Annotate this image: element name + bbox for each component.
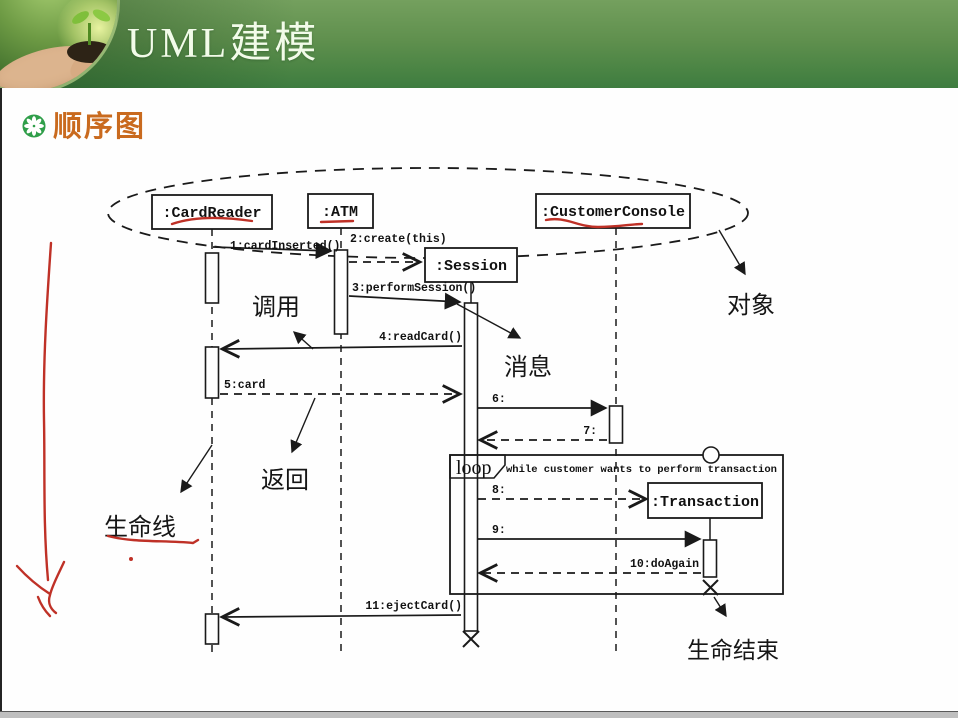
annotation-life-end-label: 生命结束 (687, 638, 779, 663)
red-arrow-down-tail (36, 595, 52, 618)
section-heading: 顺序图 (53, 111, 147, 143)
loop-fragment: loop while customer wants to perform tra… (449, 446, 784, 595)
message-2-label: 2:create(this) (350, 233, 447, 246)
annotation-lifeline-arrow (180, 444, 213, 494)
loop-operator-label: loop (456, 457, 492, 479)
annotation-return-arrow (290, 397, 316, 454)
annotation-object-arrow (718, 229, 746, 276)
annotation-call-arrow (292, 331, 314, 350)
message-2: 2:create(this) (349, 233, 447, 272)
annotation-lifeline: 生命线 (104, 444, 213, 541)
message-11-label: 11:ejectCard() (365, 600, 462, 613)
red-underline-atm (319, 219, 355, 224)
destroy-x-transaction (702, 579, 719, 596)
message-8-label: 8: (492, 484, 506, 497)
activation-cardreader-2 (204, 346, 220, 399)
message-7: 7: (477, 425, 607, 450)
footer-bar (0, 711, 958, 718)
object-box-session: :Session (424, 247, 518, 283)
logo-image (0, 0, 120, 88)
message-3-label: 3:performSession() (352, 282, 476, 295)
red-dot (129, 557, 133, 561)
annotation-return: 返回 (261, 397, 316, 494)
message-9: 9: (478, 524, 702, 548)
object-box-cardreader: :CardReader (151, 194, 273, 230)
red-underline-cardreader (170, 216, 254, 226)
object-box-transaction: :Transaction (647, 482, 763, 519)
loop-guard: while customer wants to perform transact… (506, 464, 777, 476)
annotation-life-end-arrow (713, 596, 727, 618)
annotation-return-label: 返回 (261, 467, 309, 494)
red-underline-lifeline-label (106, 534, 200, 545)
message-10-label: 10:doAgain (630, 558, 699, 571)
slide-header: UML建模 (0, 0, 958, 88)
message-5-label: 5:card (224, 379, 266, 392)
annotation-call: 调用 (252, 294, 314, 350)
message-11: 11:ejectCard() (219, 600, 462, 627)
red-arrow-down-flank-left (15, 564, 52, 596)
annotation-message-arrow (456, 303, 522, 339)
annotation-object: 对象 (718, 229, 775, 319)
annotation-life-end: 生命结束 (687, 596, 779, 663)
red-ink-marks (15, 216, 644, 618)
annotation-message-label: 消息 (504, 354, 552, 381)
page-title: UML建模 (127, 21, 320, 67)
soil-shape (67, 41, 113, 63)
red-arrow-down-shaft (42, 241, 53, 582)
activation-session (463, 302, 479, 632)
annotation-message: 消息 (456, 303, 552, 381)
object-label-session: :Session (435, 258, 507, 275)
message-6-label: 6: (492, 393, 506, 406)
flower-icon (22, 114, 46, 138)
message-6: 6: (478, 393, 608, 417)
activation-atm (333, 249, 349, 335)
annotation-lifeline-label: 生命线 (104, 514, 176, 541)
object-box-customerconsole: :CustomerConsole (535, 193, 691, 229)
message-4: 4:readCard() (219, 331, 463, 359)
object-label-customerconsole: :CustomerConsole (541, 204, 685, 221)
activation-transaction (702, 539, 718, 578)
red-arrow-down-flank-right (47, 560, 66, 615)
destroy-x-session (462, 630, 480, 648)
loop-frame (449, 454, 784, 595)
object-label-transaction: :Transaction (651, 494, 759, 511)
message-1-label: 1:cardInserted() (230, 240, 340, 253)
message-4-label: 4:readCard() (379, 331, 462, 344)
red-underline-customerconsole (544, 217, 644, 229)
activation-customerconsole (608, 405, 624, 444)
message-5: 5:card (220, 379, 463, 404)
object-label-cardreader: :CardReader (162, 205, 261, 222)
message-9-label: 9: (492, 524, 506, 537)
loop-marker-circle (702, 446, 720, 464)
message-8: 8: (478, 484, 649, 509)
activation-cardreader-1 (204, 252, 220, 304)
loop-operator-pentagon (449, 454, 506, 479)
message-7-label: 7: (583, 425, 597, 438)
object-label-atm: :ATM (322, 204, 358, 221)
message-3: 3:performSession() (348, 282, 476, 310)
annotation-object-label: 对象 (727, 292, 775, 319)
objects-ellipse (107, 167, 749, 259)
annotation-call-label: 调用 (252, 294, 300, 321)
object-box-atm: :ATM (307, 193, 374, 229)
activation-cardreader-3 (204, 613, 220, 645)
message-1: 1:cardInserted() (212, 240, 340, 259)
plant-stem (88, 23, 91, 45)
left-edge-border (0, 88, 2, 712)
message-10: 10:doAgain (477, 558, 701, 583)
